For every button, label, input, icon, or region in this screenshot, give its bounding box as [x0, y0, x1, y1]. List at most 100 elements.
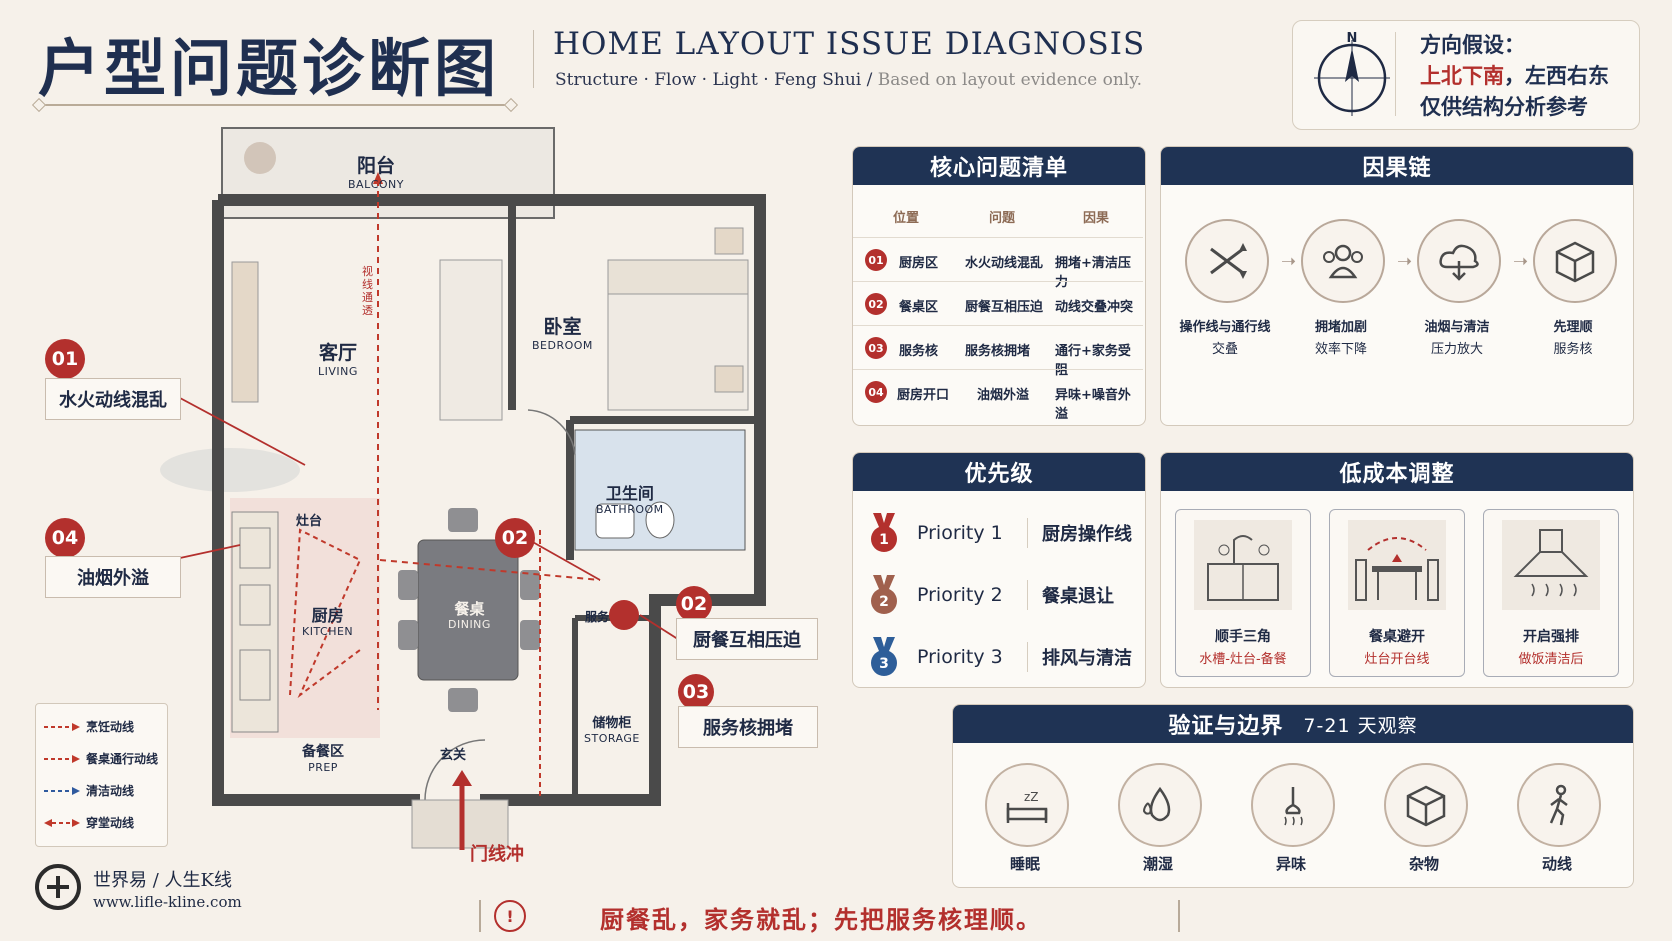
direction-rule-rest: ，左西右东 — [1504, 64, 1609, 88]
priority-row-1: 1 Priority 1 厨房操作线 — [869, 513, 1135, 553]
issue-num: 02 — [865, 293, 887, 315]
verification-panel: 验证与边界 7-21 天观察 zZ 睡眠 潮湿 异味 杂物 动线 — [952, 704, 1634, 888]
issue-header-effect: 因果 — [1083, 211, 1110, 226]
priority-panel: 优先级 1 Priority 1 厨房操作线 2 Priority 2 餐桌退让… — [852, 452, 1146, 688]
chain-arrow-icon: ➝ — [1281, 251, 1297, 272]
crossing-arrows-icon — [1185, 219, 1269, 303]
chain-step-3: 油烟与清洁压力放大 — [1397, 317, 1517, 361]
issue-num: 04 — [865, 381, 887, 403]
issue-header-location: 位置 — [893, 211, 920, 226]
issue-location: 厨房区 — [899, 256, 939, 271]
footer-divider-right — [1178, 900, 1180, 932]
table-row: 03 服务核 服务核拥堵 通行+家务受阻 — [853, 325, 1143, 378]
adjust-sub: 水槽-灶台-备餐 — [1199, 652, 1287, 667]
issue-problem: 油烟外溢 — [977, 388, 1030, 403]
brand-logo — [35, 864, 81, 910]
compass-north-label: N — [1347, 31, 1358, 46]
cause-chain-title: 因果链 — [1161, 147, 1633, 185]
priority-label: Priority 3 — [917, 646, 1003, 668]
direction-rule-red: 上北下南 — [1420, 64, 1504, 88]
title-underline — [40, 104, 510, 106]
legend-line-dining — [44, 754, 80, 763]
priority-title: 优先级 — [853, 453, 1145, 491]
chain-arrow-icon: ➝ — [1397, 251, 1413, 272]
legend-line-through — [44, 818, 80, 827]
chain-step-4-line1: 先理顺 — [1553, 320, 1593, 335]
table-row: 02 餐桌区 厨餐互相压迫 动线交叠冲突 — [853, 281, 1143, 326]
legend-item-dining: 餐桌通行动线 — [44, 750, 158, 767]
legend-line-cleaning — [44, 786, 80, 795]
callout-04: 油烟外溢 — [45, 556, 181, 598]
chain-step-1-line1: 操作线与通行线 — [1179, 320, 1271, 335]
medal-icon: 3 — [869, 637, 899, 677]
issue-problem: 厨餐互相压迫 — [965, 300, 1044, 315]
verify-label-humidity: 潮湿 — [1142, 855, 1173, 873]
kitchen-sink-icon — [1194, 520, 1292, 610]
callout-badge-02: 02 — [676, 586, 712, 622]
table-row: 01 厨房区 水火动线混乱 拥堵+清洁压力 — [853, 237, 1143, 290]
page-title-en: HOME LAYOUT ISSUE DIAGNOSIS — [553, 26, 1146, 62]
room-living-en: LIVING — [318, 364, 358, 378]
callout-01: 水火动线混乱 — [45, 378, 181, 420]
medal-icon: 1 — [869, 513, 899, 553]
adjust-title: 餐桌避开 — [1369, 629, 1425, 645]
footer-divider-left — [479, 900, 481, 932]
callout-badge-04: 04 — [45, 518, 85, 558]
chain-step-4: 先理顺服务核 — [1513, 317, 1633, 361]
brand-name: 世界易 / 人生K线 — [93, 870, 232, 891]
cloud-download-icon — [1417, 219, 1501, 303]
box-icon — [1384, 763, 1468, 847]
sightline-label: 视线通透 — [362, 265, 373, 317]
callout-badge-01: 01 — [45, 339, 85, 379]
brand-url[interactable]: www.lifle-kline.com — [93, 893, 242, 911]
issue-effect: 动线交叠冲突 — [1055, 300, 1134, 315]
direction-rule: 上北下南，左西右东 — [1420, 61, 1609, 92]
issue-problem: 水火动线混乱 — [965, 256, 1044, 271]
flow-legend: 烹饪动线 餐桌通行动线 清洁动线 穿堂动线 — [35, 703, 168, 847]
issue-location: 厨房开口 — [897, 388, 950, 403]
direction-note: 仅供结构分析参考 — [1420, 95, 1588, 119]
issue-num: 01 — [865, 249, 887, 271]
issue-location: 服务核 — [899, 344, 939, 359]
priority-divider — [1027, 580, 1028, 610]
issue-effect: 异味+噪音外溢 — [1055, 388, 1131, 422]
direction-title: 方向假设： — [1420, 33, 1525, 57]
verify-label-clutter: 杂物 — [1408, 855, 1439, 873]
issue-header-problem: 问题 — [989, 211, 1016, 226]
plan-badge-02: 02 — [495, 518, 535, 558]
legend-item-cooking: 烹饪动线 — [44, 718, 134, 735]
legend-label-dining: 餐桌通行动线 — [86, 752, 159, 766]
issue-location: 餐桌区 — [899, 300, 939, 315]
room-bathroom-cn: 卫生间 — [605, 484, 654, 503]
subtitle-note: Based on layout evidence only. — [877, 70, 1142, 90]
priority-action: 排风与清洁 — [1042, 648, 1132, 669]
room-storage-en: STORAGE — [584, 731, 640, 745]
room-dining-cn: 餐桌 — [454, 600, 485, 618]
issue-effect: 拥堵+清洁压力 — [1055, 256, 1131, 290]
issue-list-title: 核心问题清单 — [853, 147, 1145, 185]
priority-label: Priority 1 — [917, 522, 1003, 544]
verify-label-flow: 动线 — [1541, 855, 1572, 873]
room-bathroom-en: BATHROOM — [596, 503, 664, 517]
room-kitchen-cn: 厨房 — [311, 606, 344, 625]
svg-text:3: 3 — [879, 656, 889, 672]
alert-icon: ! — [494, 900, 526, 932]
chain-arrow-icon: ➝ — [1513, 251, 1529, 272]
chain-step-1-line2: 交叠 — [1211, 342, 1238, 357]
page-subtitle: Structure · Flow · Light · Feng Shui / B… — [555, 70, 1142, 90]
chain-step-1: 操作线与通行线交叠 — [1165, 317, 1285, 361]
priority-divider — [1027, 518, 1028, 548]
adjustment-panel: 低成本调整 顺手三角 水槽-灶台-备餐 餐桌避开 灶台开台线 开启强排 做饭清洁… — [1160, 452, 1634, 688]
verification-title: 验证与边界 — [1168, 714, 1284, 739]
medal-icon: 2 — [869, 575, 899, 615]
entry-label: 玄关 — [440, 748, 467, 763]
cube-icon — [1533, 219, 1617, 303]
verification-period: 7-21 天观察 — [1303, 714, 1418, 737]
adjust-card-hood: 开启强排 做饭清洁后 — [1483, 509, 1619, 677]
